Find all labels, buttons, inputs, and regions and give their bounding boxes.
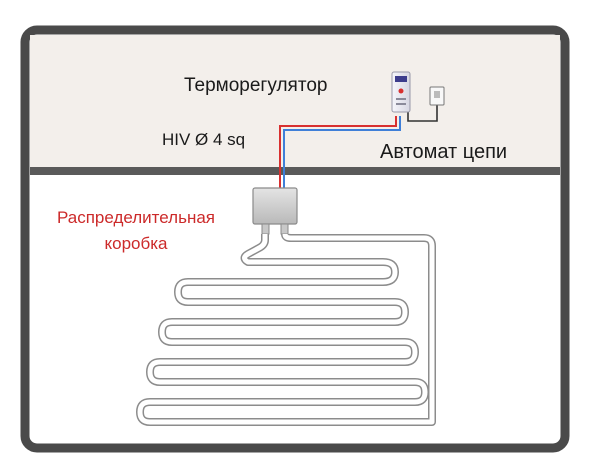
breaker-label: Автомат цепи — [380, 141, 508, 163]
supply-wire-red — [279, 116, 397, 188]
junction-box-label-line2: коробка — [104, 234, 168, 253]
thermostat-device-icon — [391, 71, 411, 113]
floor-divider — [30, 167, 560, 175]
heating-cable-core — [137, 233, 435, 425]
junction-box-label: Распределительная коробка — [36, 205, 236, 257]
breaker-wire — [407, 104, 438, 122]
circuit-breaker-icon — [429, 86, 445, 106]
wall-zone — [30, 35, 560, 168]
junction-box-label-line1: Распределительная — [56, 208, 215, 227]
cable-spec-label: HIV Ø 4 sq — [162, 130, 246, 149]
heating-cable — [136, 233, 436, 426]
supply-cable — [279, 116, 401, 188]
supply-wire-blue — [283, 116, 401, 188]
thermostat-label: Терморегулятор — [184, 75, 328, 96]
